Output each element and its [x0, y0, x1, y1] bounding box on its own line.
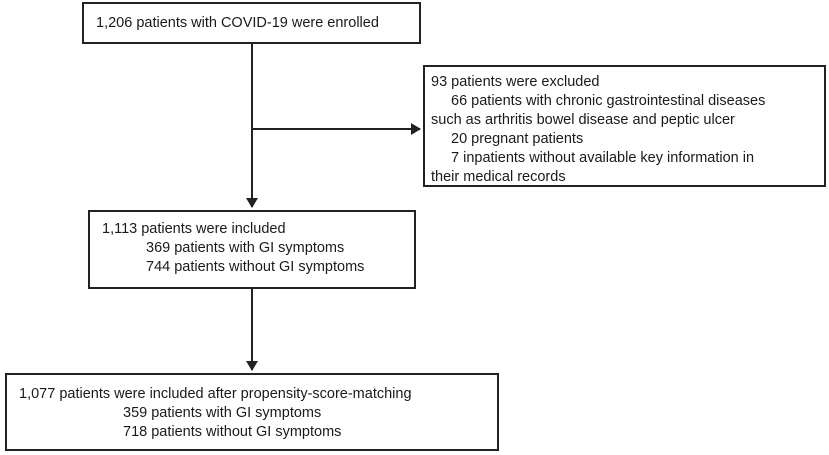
matched-total: 1,077 patients were included after prope…	[19, 386, 412, 402]
matched-with-gi: 359 patients with GI symptoms	[123, 405, 322, 421]
excluded-gi-diseases-cont: such as arthritis bowel disease and pept…	[431, 112, 735, 128]
excluded-missing-info: 7 inpatients without available key infor…	[451, 150, 755, 166]
enrolled-text: 1,206 patients with COVID-19 were enroll…	[96, 15, 379, 31]
enrolled-box: 1,206 patients with COVID-19 were enroll…	[82, 2, 421, 44]
included-total: 1,113 patients were included	[102, 221, 286, 237]
excluded-total: 93 patients were excluded	[431, 74, 600, 90]
excluded-missing-info-cont: their medical records	[431, 169, 566, 185]
matched-box: 1,077 patients were included after prope…	[5, 373, 499, 451]
matched-without-gi: 718 patients without GI symptoms	[123, 424, 342, 440]
included-box: 1,113 patients were included 369 patient…	[88, 210, 416, 289]
included-with-gi: 369 patients with GI symptoms	[146, 240, 345, 256]
included-without-gi: 744 patients without GI symptoms	[146, 259, 365, 275]
excluded-pregnant: 20 pregnant patients	[451, 131, 584, 147]
excluded-box: 93 patients were excluded 66 patients wi…	[423, 65, 826, 187]
excluded-gi-diseases: 66 patients with chronic gastrointestina…	[451, 93, 766, 109]
